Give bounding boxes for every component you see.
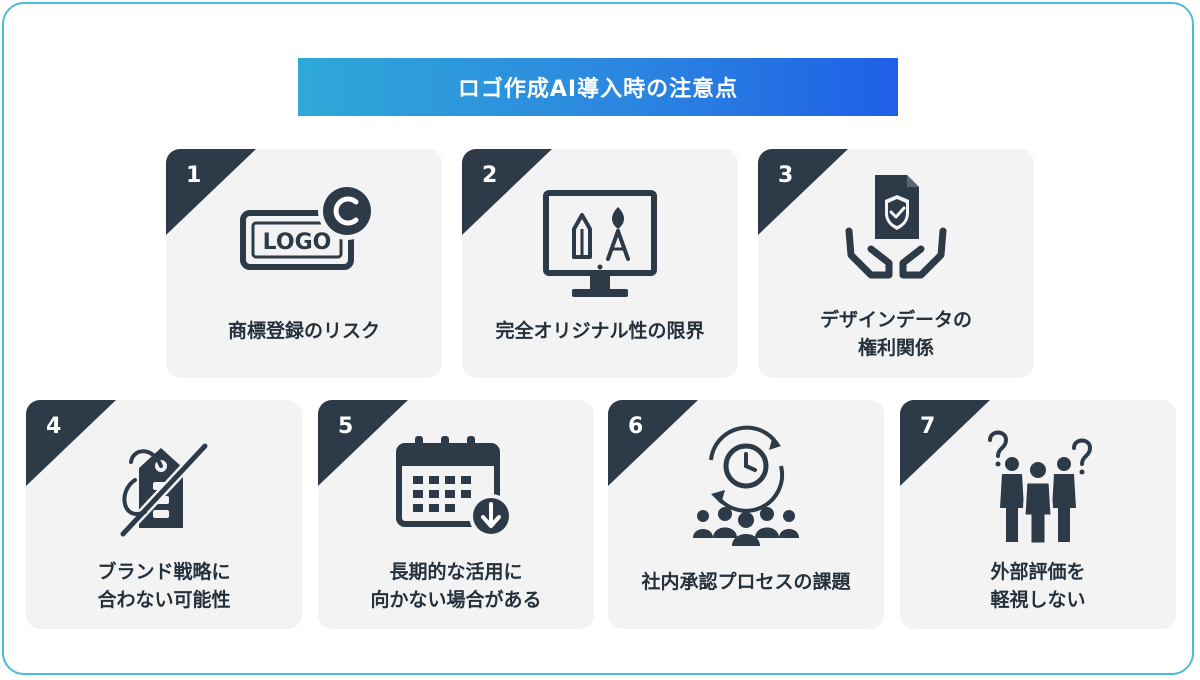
card-7: 7 外部評価を 軽視しない — [900, 400, 1176, 629]
card-label: ブランド戦略に 合わない可能性 — [97, 561, 231, 611]
calendar-download-icon — [391, 430, 521, 540]
card-number: 6 — [628, 414, 644, 439]
number-corner — [166, 149, 256, 235]
card-number: 3 — [778, 163, 794, 188]
card-number: 2 — [482, 163, 498, 188]
hands-shield-document-icon — [841, 169, 951, 289]
card-label: 外部評価を 軽視しない — [990, 561, 1086, 611]
number-corner — [26, 400, 116, 486]
card-number: 1 — [186, 163, 202, 188]
card-4: 4 ブランド戦略に 合わない可能性 — [26, 400, 302, 629]
number-corner — [462, 149, 552, 235]
card-2: 2 完全オリジナル性の限界 — [462, 149, 738, 378]
logo-copyright-icon: LOGO — [229, 171, 379, 291]
page-title: ロゴ作成AI導入時の注意点 — [457, 77, 739, 102]
team-clock-cycle-icon — [681, 420, 811, 550]
card-label: 長期的な活用に 向かない場合がある — [370, 561, 542, 611]
title-banner: ロゴ作成AI導入時の注意点 — [298, 58, 898, 116]
design-monitor-icon — [540, 185, 660, 305]
crossed-out-tag-icon — [109, 432, 219, 542]
card-6: 6 社内承認プロセスの課題 — [608, 400, 884, 629]
card-number: 7 — [920, 414, 936, 439]
card-3: 3 デザインデータの 権利関係 — [758, 149, 1034, 378]
card-label: デザインデータの 権利関係 — [819, 309, 972, 359]
card-label: 商標登録のリスク — [227, 320, 380, 342]
logo-text: LOGO — [263, 230, 332, 255]
card-label: 社内承認プロセスの課題 — [641, 571, 851, 593]
card-number: 4 — [46, 414, 62, 439]
card-number: 5 — [338, 414, 354, 439]
number-corner — [900, 400, 990, 486]
card-1: 1 LOGO 商標登録のリスク — [166, 149, 442, 378]
number-corner — [758, 149, 848, 235]
card-5: 5 長期的な活用に 向かない場合がある — [318, 400, 594, 629]
questioning-people-icon — [978, 426, 1098, 546]
number-corner — [608, 400, 698, 486]
number-corner — [318, 400, 408, 486]
card-label: 完全オリジナル性の限界 — [495, 320, 705, 342]
